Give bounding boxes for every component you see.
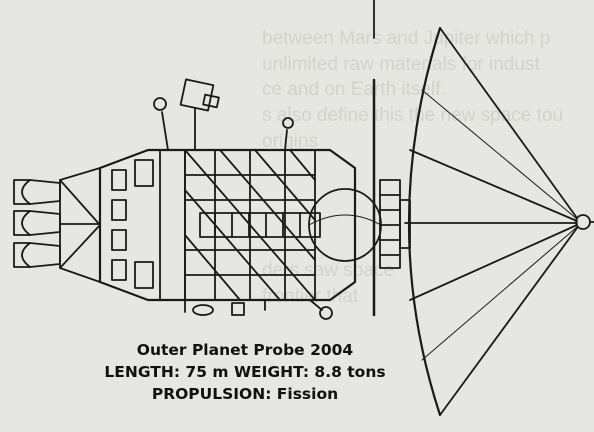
diagonal-hatch bbox=[184, 234, 241, 301]
mount-flange bbox=[399, 199, 411, 249]
small-antenna-pole bbox=[284, 129, 288, 151]
bottom-box bbox=[231, 302, 245, 316]
panel bbox=[134, 159, 154, 187]
caption-title: Outer Planet Probe 2004 bbox=[136, 341, 354, 359]
background-text-line: ce and on Earth itself. bbox=[262, 79, 446, 101]
spine-tube bbox=[199, 212, 321, 238]
background-text-line: between Mars and Jupiter which p bbox=[262, 27, 551, 49]
dish-strut-thin bbox=[421, 89, 578, 220]
background-text-line: s also define this the new space tou bbox=[262, 105, 564, 127]
nozzle-bottom bbox=[21, 242, 61, 268]
diagonal-hatch bbox=[254, 149, 316, 221]
nozzle-middle bbox=[21, 210, 61, 236]
panel bbox=[111, 199, 127, 221]
camera-mast bbox=[153, 78, 294, 151]
rear-frame bbox=[59, 167, 101, 283]
dish-mount bbox=[379, 179, 411, 269]
dish-feed-horn bbox=[575, 214, 591, 230]
diagonal-hatch bbox=[219, 149, 316, 261]
rear-frame-cross bbox=[59, 179, 101, 269]
caption-dimensions: LENGTH: 75 m WEIGHT: 8.8 tons bbox=[104, 363, 386, 381]
bottom-antenna-ball bbox=[319, 306, 333, 320]
dish-strut-mid-top bbox=[409, 149, 578, 222]
panel bbox=[134, 261, 154, 289]
main-hull bbox=[98, 148, 357, 302]
central-spine bbox=[199, 212, 321, 238]
background-text-line: origins bbox=[262, 130, 318, 152]
dish-antenna bbox=[404, 26, 594, 417]
dish-strut-mid-bottom bbox=[409, 224, 578, 301]
bottom-antenna-pole bbox=[309, 299, 323, 311]
panel bbox=[111, 229, 127, 251]
bottom-pod bbox=[192, 304, 214, 316]
panel bbox=[111, 259, 127, 281]
dish-strut-top bbox=[439, 27, 578, 219]
caption-propulsion: PROPULSION: Fission bbox=[151, 385, 339, 403]
bottom-details bbox=[184, 299, 333, 320]
panel bbox=[111, 169, 127, 191]
dish-strut-thin bbox=[421, 226, 578, 361]
engine-nozzles bbox=[13, 179, 61, 268]
diagonal-hatch bbox=[184, 149, 316, 301]
diagram-caption: Outer Planet Probe 2004 LENGTH: 75 m WEI… bbox=[0, 339, 490, 405]
camera-box bbox=[179, 78, 215, 112]
nozzle-top-bell bbox=[13, 179, 31, 205]
diagonal-hatch bbox=[289, 149, 316, 181]
module-panels bbox=[111, 149, 186, 301]
background-text-line: frontier that bbox=[262, 285, 359, 307]
sensor-ball bbox=[153, 97, 167, 111]
nozzle-bottom-bell bbox=[13, 242, 31, 268]
sensor-pole bbox=[161, 111, 169, 151]
camera-lens bbox=[202, 93, 220, 109]
reactor-section bbox=[184, 149, 316, 301]
nozzle-middle-bell bbox=[13, 210, 31, 236]
diagonal-hatch bbox=[184, 189, 281, 301]
nozzle-top bbox=[21, 179, 61, 205]
small-antenna-ball bbox=[282, 117, 294, 129]
dish-strut-bottom bbox=[439, 227, 578, 416]
